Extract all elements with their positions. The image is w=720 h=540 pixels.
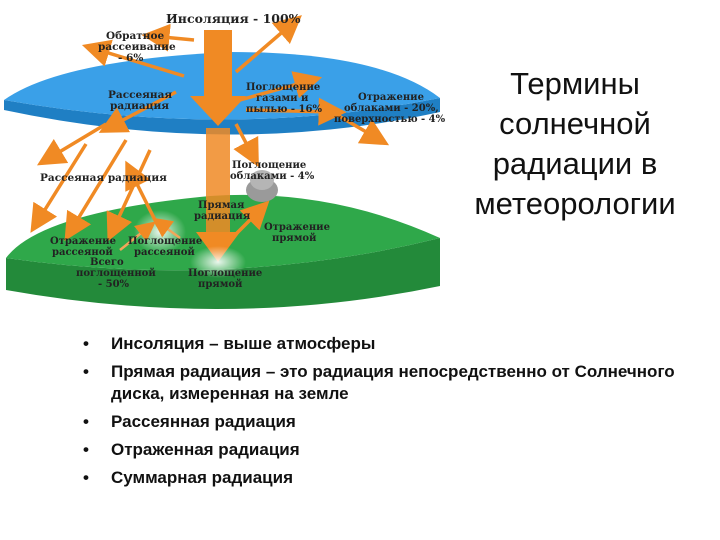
label-direct-1: Прямая [198,200,245,211]
label-reflect-direct-2: прямой [272,233,317,244]
arrow-up-right [234,15,302,74]
list-item-text: Рассеянная радиация [111,412,296,431]
label-absorb-scat-1: Поглощение [128,236,202,247]
list-item: • Рассеянная радиация [80,411,700,433]
label-backscatter-1: Обратное [106,30,164,42]
label-scattered-atm-2: радиация [110,100,169,112]
bullet-icon: • [83,334,89,353]
arrow-ground-reflect [222,200,270,248]
label-absorb-cloud-1: Поглощение [232,160,306,171]
bullet-icon: • [83,362,89,381]
list-item-text: Отраженная радиация [111,440,300,459]
label-absorb-cloud-2: облаками - 4% [230,171,315,182]
label-absorb-direct-2: прямой [198,279,243,290]
label-absorb-gas-1: Поглощение [246,82,320,93]
list-item: • Суммарная радиация [80,467,700,489]
label-scattered-atm-1: Рассеяная [108,89,172,101]
label-total-3: - 50% [98,279,130,290]
list-item: • Инсоляция – выше атмосферы [80,333,700,355]
label-total-2: поглощенной [76,268,156,279]
arrow-ground-scatter-1 [119,221,156,251]
arrow-reflect-right [331,110,390,146]
list-item: • Прямая радиация – это радиация непосре… [80,361,700,405]
arrow-ground-up [125,160,160,227]
glow-right [190,246,246,278]
label-backscatter-2: рассеивание [98,41,176,53]
label-scattered: Рассеяная радиация [40,172,167,184]
label-total-1: Всего [90,257,124,268]
arrow-reflect-clouds [239,71,323,102]
radiation-arrows [30,15,390,248]
label-direct-2: радиация [194,211,251,222]
arrow-backscatter [141,23,195,52]
arrow-scatter-mid [98,90,177,133]
arrow-reflect-clouds-2 [245,97,347,126]
bullet-icon: • [83,412,89,431]
arrow-scatter-down [64,139,128,241]
list-item-text: Прямая радиация – это радиация непосредс… [111,362,675,403]
radiation-arrows-light [119,217,181,251]
arrow-to-cloud [233,123,259,168]
bullet-icon: • [83,440,89,459]
cloud-shape-top [250,170,274,190]
label-backscatter-3: - 6% [118,52,143,64]
direct-beam-lower [206,128,230,240]
label-reflect-scat-2: рассеяной [52,247,113,258]
label-reflect-3: поверхностью - 4% [334,114,446,125]
list-item-text: Инсоляция – выше атмосферы [111,334,376,353]
slide-title: Термины солнечной радиации в метеорологи… [474,66,676,221]
label-absorb-direct-1: Поглощение [188,268,262,279]
list-item-text: Суммарная радиация [111,468,293,487]
terms-list: • Инсоляция – выше атмосферы • Прямая ра… [80,333,700,495]
arrow-scatter-up-left [81,39,185,78]
label-reflect-1: Отражение [358,92,424,103]
arrow-scatter-left [36,122,107,166]
label-reflect-2: облаками - 20%, [344,103,439,114]
label-absorb-gas-2: газами и [256,93,309,104]
direct-beam-top [190,30,246,126]
label-reflect-scat-1: Отражение [50,236,116,247]
list-item: • Отраженная радиация [80,439,700,461]
arrow-ground-scatter-2 [151,217,181,240]
arrow-ground-left-1 [30,143,88,233]
label-insolation: Инсоляция - 100% [166,11,301,26]
label-reflect-direct-1: Отражение [264,222,330,233]
label-absorb-scat-2: рассеяной [134,247,195,258]
label-absorb-gas-3: пылью - 16% [246,104,322,115]
bullet-icon: • [83,468,89,487]
